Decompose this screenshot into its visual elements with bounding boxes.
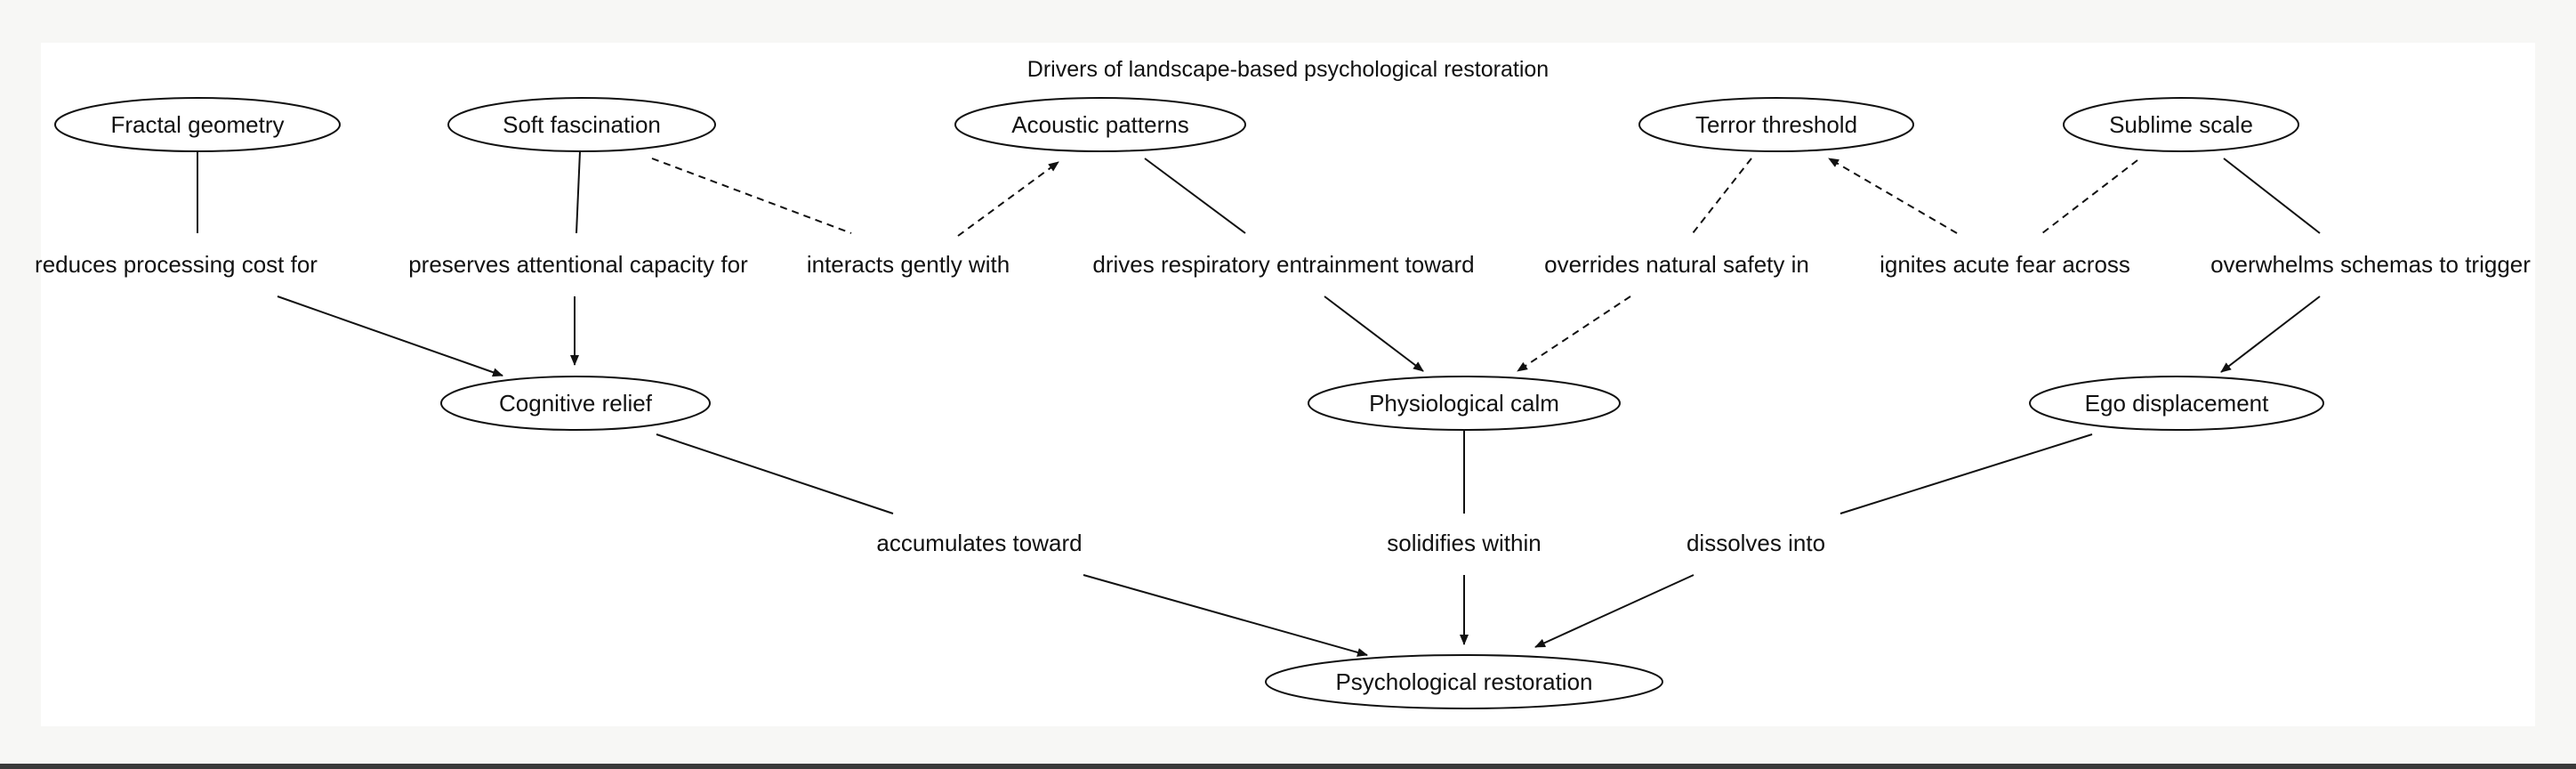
edge-sublime-to-terror: ignites acute fear across — [1828, 158, 2138, 278]
edge-label: accumulates toward — [876, 530, 1082, 556]
edge-cognitive-to-restoration: accumulates toward — [656, 433, 1368, 657]
node-ego: Ego displacement — [2029, 376, 2324, 431]
edge-soft-to-acoustic: interacts gently with — [651, 158, 1059, 278]
edge-physio-to-restoration: solidifies within — [1387, 430, 1542, 645]
edge-label: interacts gently with — [807, 251, 1010, 278]
edge-arrow — [277, 295, 503, 377]
edge-label: overwhelms schemas to trigger — [2210, 251, 2531, 278]
node-ellipse — [954, 97, 1246, 152]
node-sublime: Sublime scale — [2063, 97, 2299, 152]
edge-soft-to-cognitive: preserves attentional capacity for — [408, 150, 748, 366]
node-terror: Terror threshold — [1638, 97, 1914, 152]
edge-label: dissolves into — [1686, 530, 1825, 556]
edge-acoustic-to-physio: drives respiratory entrainment toward — [1092, 158, 1475, 372]
node-label: Acoustic patterns — [1011, 111, 1188, 138]
node-label: Cognitive relief — [499, 390, 653, 417]
node-label: Soft fascination — [503, 111, 661, 138]
edge-label: preserves attentional capacity for — [408, 251, 748, 278]
node-label: Psychological restoration — [1335, 668, 1592, 695]
node-label: Physiological calm — [1369, 390, 1559, 417]
node-ellipse — [1638, 97, 1914, 152]
node-ellipse — [2029, 376, 2324, 431]
edge-sublime-to-ego: overwhelms schemas to trigger — [2210, 158, 2531, 373]
node-fractal: Fractal geometry — [54, 97, 341, 152]
node-ellipse — [54, 97, 341, 152]
node-ellipse — [440, 376, 711, 431]
edge-arrow — [1083, 574, 1368, 657]
edge-arrow — [1324, 295, 1424, 372]
edge-segment — [1839, 433, 2093, 514]
bottom-border — [0, 764, 2576, 769]
edge-arrow — [1828, 158, 1958, 234]
edge-arrow — [2220, 295, 2321, 373]
edge-arrow — [957, 161, 1059, 237]
edge-arrow — [1517, 295, 1631, 372]
node-label: Sublime scale — [2109, 111, 2253, 138]
node-restoration: Psychological restoration — [1265, 654, 1663, 709]
node-ellipse — [447, 97, 716, 152]
node-physio: Physiological calm — [1308, 376, 1621, 431]
edge-label: solidifies within — [1387, 530, 1541, 556]
edge-label: reduces processing cost for — [35, 251, 318, 278]
edge-segment — [1692, 158, 1752, 234]
nodes-layer: Fractal geometry Soft fascination Acoustic… — [54, 97, 2324, 709]
edge-arrow — [1534, 574, 1695, 648]
edge-segment — [651, 158, 852, 234]
edge-label: overrides natural safety in — [1544, 251, 1809, 278]
edge-segment — [576, 150, 581, 234]
edge-segment — [2041, 159, 2138, 234]
edges-layer: reduces processing cost for preserves att… — [35, 150, 2531, 657]
node-label: Ego displacement — [2085, 390, 2269, 417]
node-soft: Soft fascination — [447, 97, 716, 152]
edge-label: ignites acute fear across — [1880, 251, 2130, 278]
edge-segment — [2223, 158, 2321, 234]
edge-segment — [656, 433, 894, 514]
edge-segment — [1144, 158, 1246, 234]
node-cognitive: Cognitive relief — [440, 376, 711, 431]
node-acoustic: Acoustic patterns — [954, 97, 1246, 152]
edge-terror-to-physio: overrides natural safety in — [1517, 158, 1809, 372]
diagram-title: Drivers of landscape-based psychological… — [1027, 57, 1549, 82]
edge-ego-to-restoration: dissolves into — [1534, 433, 2093, 648]
node-ellipse — [1308, 376, 1621, 431]
node-ellipse — [1265, 654, 1663, 709]
node-label: Terror threshold — [1695, 111, 1857, 138]
node-ellipse — [2063, 97, 2299, 152]
edge-fractal-to-cognitive: reduces processing cost for — [35, 151, 503, 377]
edge-label: drives respiratory entrainment toward — [1092, 251, 1474, 278]
node-label: Fractal geometry — [110, 111, 284, 138]
